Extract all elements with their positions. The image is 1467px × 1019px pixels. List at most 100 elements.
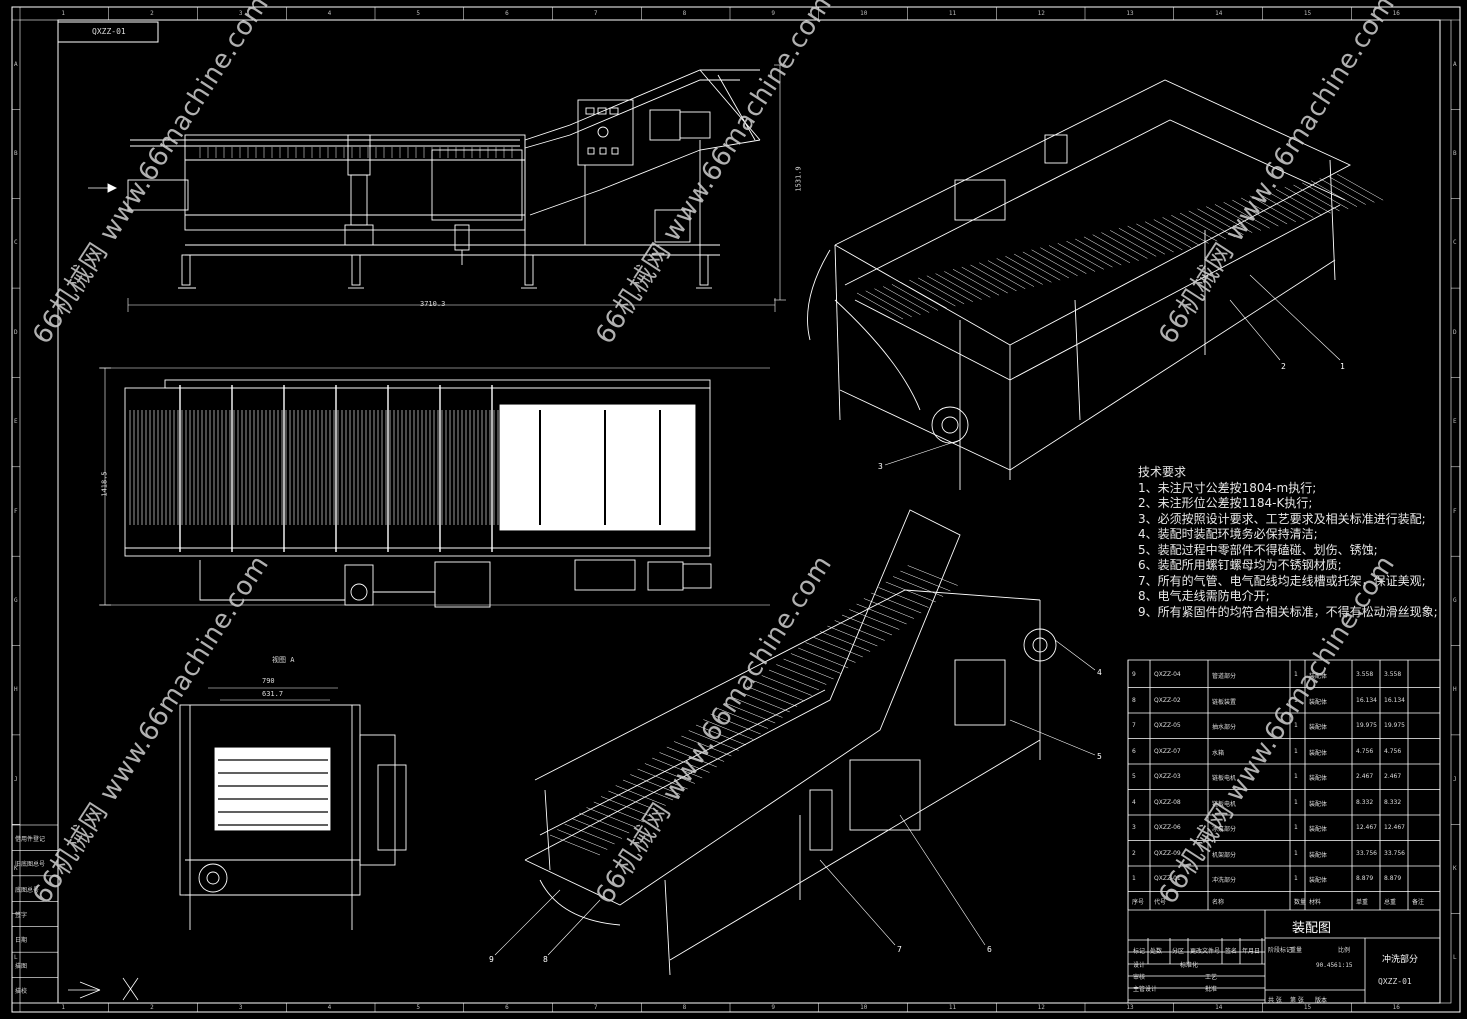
bom-cell-no: 2 [1132, 849, 1136, 857]
balloon-7: 7 [897, 945, 902, 954]
bom-cell-name: 链板电机 [1212, 800, 1237, 808]
view-a-dim-outer: 790 [262, 677, 275, 685]
bom-cell-mat: 装配体 [1309, 698, 1328, 706]
bom-cell-unit: 4.756 [1356, 747, 1374, 755]
grid-col-label: 6 [505, 1004, 509, 1011]
grid-row-label: F [14, 507, 18, 515]
grid-col-label: 4 [327, 1004, 332, 1011]
bom-cell-qty: 1 [1294, 671, 1298, 678]
balloon-9: 9 [489, 955, 494, 964]
bom-header-no: 序号 [1132, 898, 1145, 906]
bom-cell-unit: 3.558 [1356, 671, 1374, 678]
bom-cell-mat: 装配体 [1309, 724, 1328, 731]
drawing-title: 装配图 [1292, 921, 1332, 936]
bom-cell-total: 19.975 [1384, 722, 1405, 729]
note-line: 8、电气走线需防电介开; [1138, 589, 1270, 603]
title-scale: 1:15 [1338, 962, 1353, 969]
notes-title: 技术要求 [1138, 465, 1187, 479]
bom-table-lines [1127, 659, 1441, 1004]
balloon-leaders [494, 274, 1341, 956]
note-line: 5、装配过程中零部件不得磕碰、划伤、锈蚀; [1138, 542, 1378, 557]
bom-header-unit: 单重 [1356, 898, 1369, 906]
balloon-4: 4 [1097, 668, 1102, 677]
ucs-icon [68, 977, 139, 1001]
grid-row-label: E [1453, 418, 1457, 426]
grid-col-label: 4 [327, 10, 332, 17]
bom-cell-qty: 1 [1294, 747, 1298, 755]
title-drawing-code: QXZZ-01 [1378, 977, 1412, 986]
bom-cell-qty: 1 [1294, 696, 1298, 704]
note-line: 2、未注形位公差按1184-K执行; [1138, 496, 1313, 510]
bom-cell-code: QXZZ-06 [1154, 824, 1181, 831]
bom-cell-code: QXZZ-01 [1154, 875, 1181, 882]
grid-col-label: 15 [1303, 1004, 1312, 1011]
bom-cell-total: 8.879 [1384, 875, 1402, 882]
bom-cell-unit: 33.756 [1356, 849, 1377, 857]
bom-cell-mat: 装配体 [1309, 826, 1328, 833]
title-label: 更改文件号 [1190, 948, 1221, 955]
bom-header-remark: 备注 [1412, 898, 1425, 906]
grid-row-label: K [14, 864, 18, 872]
balloon-2: 2 [1281, 362, 1286, 371]
grid-col-label: 16 [1392, 1004, 1400, 1011]
bom-cell-name: 机架部分 [1212, 851, 1237, 859]
grid-row-label: F [1453, 507, 1457, 515]
grid-row-label: K [1453, 864, 1457, 872]
grid-col-label: 1 [61, 1004, 65, 1011]
grid-row-label: L [1453, 954, 1457, 962]
bom-cell-total: 12.467 [1384, 824, 1405, 831]
grid-col-label: 7 [593, 10, 598, 17]
grid-row-label: L [14, 954, 18, 962]
bom-header-total: 总重 [1384, 898, 1397, 906]
grid-col-label: 5 [416, 1004, 420, 1011]
side-view [88, 64, 786, 312]
iso-view-lower [524, 509, 1057, 976]
bom-cell-unit: 12.467 [1356, 824, 1377, 831]
bom-cell-no: 1 [1132, 875, 1136, 882]
title-label: 主管设计 [1133, 986, 1158, 993]
grid-col-label: 14 [1215, 10, 1223, 17]
grid-col-label: 5 [416, 10, 420, 17]
bom-cell-name: 抽水部分 [1212, 724, 1237, 731]
title-label: 审核 [1133, 974, 1146, 981]
bom-cell-qty: 1 [1294, 798, 1298, 806]
bom-cell-no: 8 [1132, 696, 1136, 704]
grid-col-label: 9 [771, 10, 775, 17]
grid-row-label: D [1453, 328, 1457, 336]
dim-overall-length: 3710.3 [420, 300, 446, 308]
bom-cell-name: 冲洗部分 [1212, 877, 1237, 884]
grid-col-label: 10 [860, 1004, 868, 1011]
title-label: 设计 [1133, 962, 1146, 969]
technical-requirements: 技术要求 1、未注尺寸公差按1804-m执行; 2、未注形位公差按1184-K执… [1138, 465, 1438, 620]
bom-cell-mat: 装配体 [1309, 775, 1328, 782]
bom-cell-mat: 装配体 [1309, 877, 1328, 884]
grid-col-label: 10 [860, 10, 868, 17]
title-label: 阶段标记 [1268, 947, 1293, 954]
title-label: 工艺 [1205, 974, 1218, 981]
grid-col-label: 3 [238, 1004, 243, 1011]
bom-cell-no: 3 [1132, 824, 1136, 831]
dim-overall-width: 1418.5 [100, 471, 109, 497]
left-strip-label: 借用件登记 [15, 835, 46, 843]
left-strip-lines [11, 824, 59, 1004]
title-label: 比例 [1338, 947, 1351, 954]
title-label: 签名 [1225, 948, 1238, 955]
bom-cell-name: 水箱 [1212, 749, 1225, 757]
bom-header-name: 名称 [1212, 898, 1225, 906]
left-strip-label: 签字 [15, 912, 28, 919]
bom-cell-no: 9 [1132, 671, 1136, 678]
top-view [99, 367, 770, 608]
title-label: 第 张 [1290, 997, 1304, 1004]
bom-cell-code: QXZZ-04 [1154, 671, 1181, 678]
note-line: 9、所有紧固件的均符合相关标准，不得有松动滑丝现象; [1138, 604, 1438, 619]
grid-row-label: B [1453, 150, 1457, 158]
view-a-label: 视图 A [272, 656, 295, 664]
grid-row-label: J [1453, 775, 1457, 783]
bom-cell-total: 16.134 [1384, 696, 1405, 704]
bom-cell-mat: 装配体 [1309, 800, 1328, 808]
grid-col-label: 15 [1303, 10, 1312, 17]
bom-cell-code: QXZZ-05 [1154, 722, 1181, 729]
bom-cell-mat: 装配体 [1309, 749, 1328, 757]
part-name: 冲洗部分 [1382, 955, 1419, 965]
grid-row-label: C [14, 239, 18, 247]
